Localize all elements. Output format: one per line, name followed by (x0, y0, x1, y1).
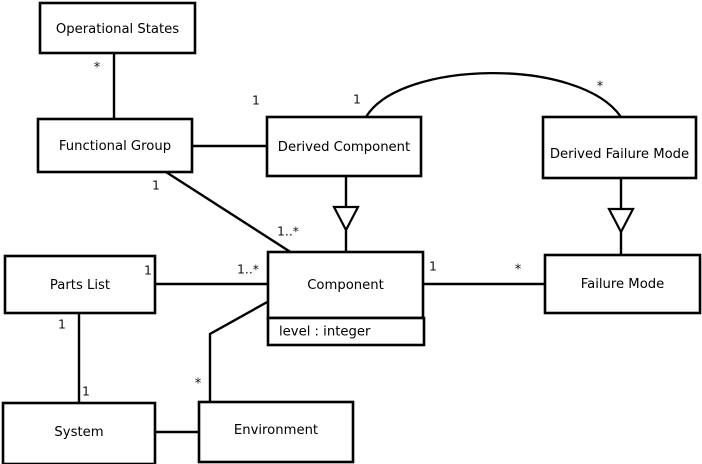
class-name-derived-failure-mode: Derived Failure Mode (550, 147, 689, 162)
class-box-derived-component[interactable]: Derived Component (265, 115, 423, 178)
multiplicity-parts-list-to-system: 1 (58, 317, 66, 332)
association-functional-group-component (165, 170, 293, 255)
class-name-functional-group: Functional Group (59, 139, 171, 154)
multiplicity-environment-end: * (195, 377, 202, 392)
class-name-operational-states: Operational States (56, 22, 179, 37)
multiplicity-parts-list-end: 1 (144, 263, 152, 278)
class-box-operational-states[interactable]: Operational States (38, 1, 197, 55)
generalization-derived-component-to-component (332, 176, 360, 252)
class-name-component: Component (307, 278, 384, 293)
association-environment-component (208, 299, 270, 402)
class-box-derived-failure-mode[interactable]: Derived Failure Mode (541, 115, 698, 180)
multiplicity-arc-derived-component-end: 1 (353, 92, 361, 107)
multiplicity-component-from-parts-list: 1..* (237, 262, 259, 277)
multiplicity-operational-states: * (94, 61, 101, 76)
class-name-system: System (54, 425, 103, 440)
generalization-derived-failure-mode-to-failure-mode (607, 178, 635, 255)
class-name-derived-component: Derived Component (278, 140, 410, 155)
association-derived-component-derived-failure-mode (365, 71, 622, 118)
multiplicity-arc-derived-failure-mode-end: * (597, 80, 604, 95)
multiplicity-failure-mode-end: * (515, 263, 522, 278)
class-box-system[interactable]: System (1, 401, 157, 464)
class-box-parts-list[interactable]: Parts List (3, 254, 157, 315)
class-box-failure-mode[interactable]: Failure Mode (543, 253, 702, 315)
multiplicity-functional-group-lower: 1 (152, 178, 160, 193)
class-box-environment[interactable]: Environment (197, 400, 355, 464)
class-box-functional-group[interactable]: Functional Group (36, 117, 194, 174)
class-attribute-component-level: level : integer (279, 325, 371, 340)
multiplicity-component-from-functional-group: 1..* (277, 224, 299, 239)
class-name-environment: Environment (234, 423, 318, 438)
class-name-failure-mode: Failure Mode (581, 277, 665, 292)
multiplicity-derived-component-end: 1 (252, 93, 260, 108)
multiplicity-component-to-failure-mode: 1 (429, 259, 437, 274)
multiplicity-system-end: 1 (82, 384, 90, 399)
class-box-component[interactable]: Component level : integer (266, 250, 426, 347)
class-name-parts-list: Parts List (50, 278, 110, 293)
class-attribute-compartment-component (266, 316, 426, 347)
